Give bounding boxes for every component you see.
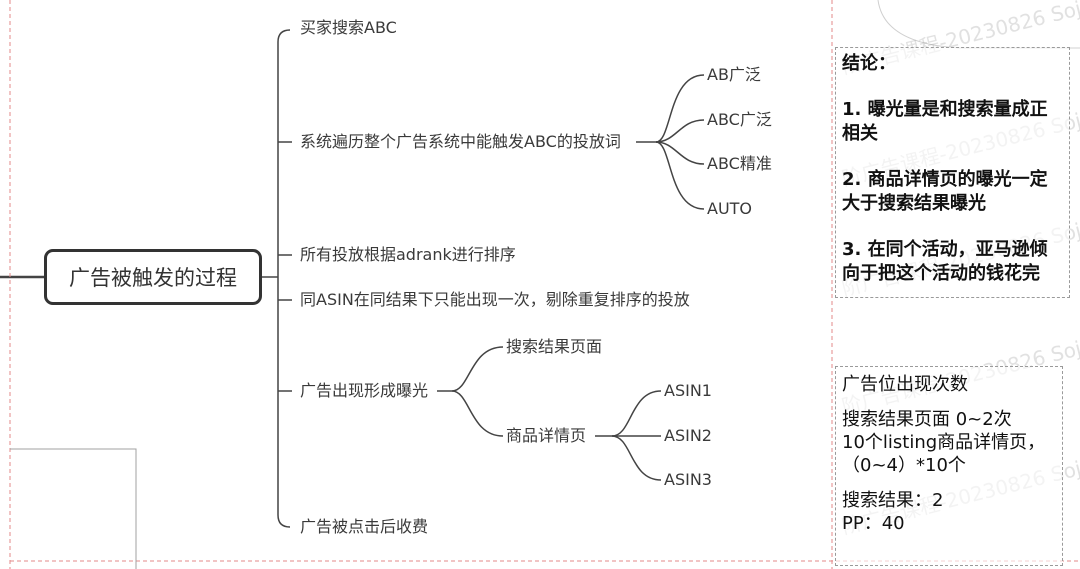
root-node[interactable]: 广告被触发的过程: [44, 249, 262, 305]
branch-adrank-sort[interactable]: 所有投放根据adrank进行排序: [298, 245, 518, 265]
root-label: 广告被触发的过程: [69, 266, 237, 290]
keyword-abc-broad[interactable]: ABC广泛: [705, 110, 774, 130]
conclusion-item-3: 3. 在同个活动，亚马逊倾向于把这个活动的钱花完: [842, 239, 1048, 284]
branch-buyer-search[interactable]: 买家搜索ABC: [298, 18, 399, 38]
keyword-ab-broad[interactable]: AB广泛: [705, 65, 763, 85]
asin-3[interactable]: ASIN3: [662, 470, 714, 490]
conclusion-item-2: 2. 商品详情页的曝光一定大于搜索结果曝光: [842, 169, 1048, 214]
placement-search-results[interactable]: 搜索结果页面: [504, 337, 605, 357]
branch-traverse-keywords[interactable]: 系统遍历整个广告系统中能触发ABC的投放词: [298, 132, 623, 152]
trunk-line: [277, 29, 291, 528]
keyword-auto[interactable]: AUTO: [705, 199, 755, 219]
branch-dedupe-asin[interactable]: 同ASIN在同结果下只能出现一次，剔除重复排序的投放: [298, 290, 692, 310]
conclusion-title: 结论：: [842, 53, 896, 74]
asin-1[interactable]: ASIN1: [662, 381, 714, 401]
decor-arc: [877, 0, 1080, 49]
conclusion-note: 结论： 1. 曝光量是和搜索量成正相关 2. 商品详情页的曝光一定大于搜索结果曝…: [835, 47, 1070, 298]
placement-note-line3: 搜索结果：2: [842, 490, 944, 511]
branch-click-charge[interactable]: 广告被点击后收费: [298, 517, 431, 537]
placement-note-line4: PP：40: [842, 513, 905, 534]
placement-count-note: 广告位出现次数 搜索结果页面 0~2次 10个listing商品详情页，（0~4…: [835, 366, 1063, 566]
placement-note-title: 广告位出现次数: [842, 374, 968, 395]
conclusion-item-1: 1. 曝光量是和搜索量成正相关: [842, 99, 1048, 144]
keyword-abc-exact[interactable]: ABC精准: [705, 154, 774, 174]
placement-note-line1: 搜索结果页面 0~2次: [842, 409, 1012, 430]
branch-ad-impression[interactable]: 广告出现形成曝光: [298, 381, 431, 401]
corner-frame: [10, 448, 137, 569]
placement-note-line2: 10个listing商品详情页，（0~4）*10个: [842, 432, 1046, 476]
placement-product-detail[interactable]: 商品详情页: [504, 426, 589, 446]
asin-2[interactable]: ASIN2: [662, 426, 714, 446]
